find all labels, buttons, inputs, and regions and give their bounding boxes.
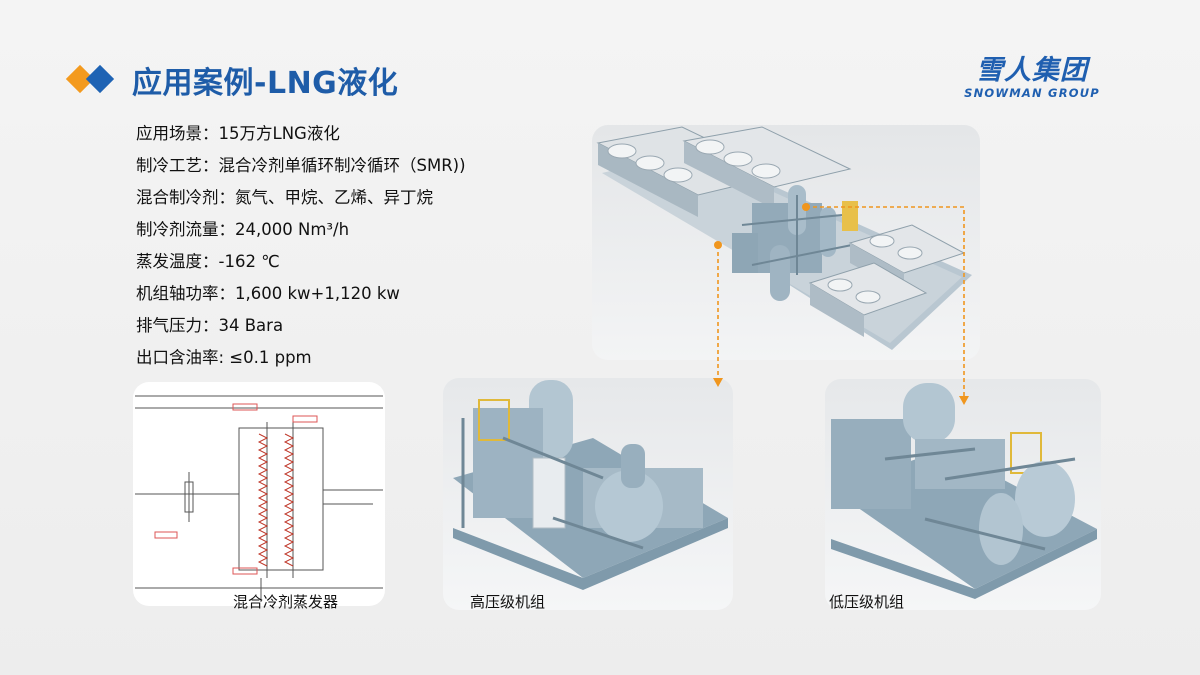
high-pressure-unit-image bbox=[443, 378, 733, 610]
plant-overview-image bbox=[592, 125, 980, 360]
caption-evaporator: 混合冷剂蒸发器 bbox=[233, 593, 339, 611]
spec-evap-temp: 蒸发温度：-162 ℃ bbox=[136, 252, 280, 271]
evaporator-diagram-image bbox=[133, 382, 385, 606]
diamond-bullet-icon bbox=[65, 60, 118, 100]
logo-en: SNOWMAN GROUP bbox=[964, 86, 1100, 100]
spec-discharge-pressure: 排气压力：34 Bara bbox=[136, 316, 284, 335]
caption-low-pressure: 低压级机组 bbox=[829, 593, 905, 611]
slide-title: 应用案例-LNG液化 bbox=[65, 58, 399, 102]
spec-flow: 制冷剂流量：24,000 Nm³/h bbox=[136, 220, 350, 239]
spec-refrigerant: 混合制冷剂：氮气、甲烷、乙烯、异丁烷 bbox=[136, 188, 433, 207]
spec-oil-content: 出口含油率: ≤0.1 ppm bbox=[136, 348, 312, 367]
caption-high-pressure: 高压级机组 bbox=[470, 593, 546, 611]
company-logo: 雪人集团 SNOWMAN GROUP bbox=[952, 56, 1112, 106]
spec-application: 应用场景：15万方LNG液化 bbox=[136, 124, 340, 143]
logo-cn: 雪人集团 bbox=[976, 55, 1088, 86]
page-title: 应用案例-LNG液化 bbox=[132, 66, 399, 101]
spec-list: 应用场景：15万方LNG液化 制冷工艺：混合冷剂单循环制冷循环（SMR)) 混合… bbox=[136, 118, 466, 374]
low-pressure-unit-image bbox=[825, 379, 1101, 610]
spec-shaft-power: 机组轴功率：1,600 kw+1,120 kw bbox=[136, 284, 400, 303]
spec-process: 制冷工艺：混合冷剂单循环制冷循环（SMR)) bbox=[136, 156, 466, 175]
